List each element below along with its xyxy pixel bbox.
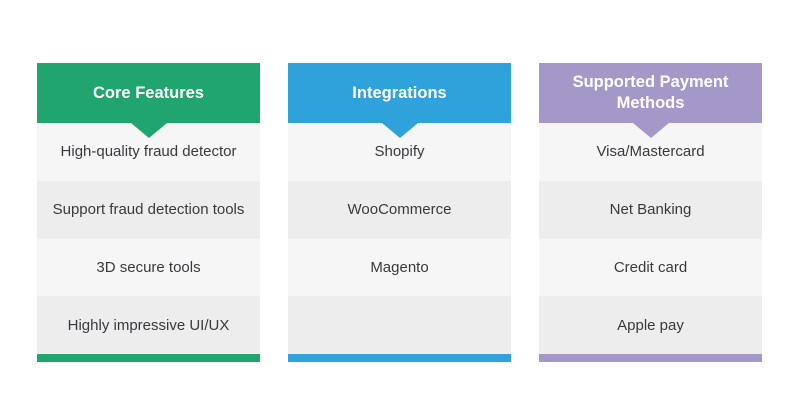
table-row: Support fraud detection tools xyxy=(37,180,260,239)
comparison-table: Core Features High-quality fraud detecto… xyxy=(37,63,762,362)
table-row: Net Banking xyxy=(539,180,762,239)
column-footer-bar xyxy=(37,354,260,362)
column-rows: Visa/Mastercard Net Banking Credit card … xyxy=(539,123,762,354)
column-rows: High-quality fraud detector Support frau… xyxy=(37,123,260,354)
column-header-label: Integrations xyxy=(352,83,447,102)
pointer-down-triangle-icon xyxy=(632,123,669,138)
table-row: Highly impressive UI/UX xyxy=(37,296,260,354)
table-row xyxy=(288,296,511,354)
column-header-label: Supported Payment Methods xyxy=(572,73,729,112)
column-payment-methods: Supported Payment Methods Visa/Mastercar… xyxy=(539,63,762,362)
column-header-core-features: Core Features xyxy=(37,63,260,138)
column-integrations: Integrations Shopify WooCommerce Magento xyxy=(288,63,511,362)
column-header-label: Core Features xyxy=(93,83,204,102)
column-header-payment-methods: Supported Payment Methods xyxy=(539,63,762,138)
table-row: 3D secure tools xyxy=(37,238,260,297)
table-row: Credit card xyxy=(539,238,762,297)
table-row: WooCommerce xyxy=(288,180,511,239)
table-row: Apple pay xyxy=(539,296,762,354)
table-row: Magento xyxy=(288,238,511,297)
table-row: Visa/Mastercard xyxy=(539,123,762,181)
pointer-down-triangle-icon xyxy=(381,123,418,138)
column-header-integrations: Integrations xyxy=(288,63,511,138)
column-footer-bar xyxy=(288,354,511,362)
column-footer-bar xyxy=(539,354,762,362)
pointer-down-triangle-icon xyxy=(130,123,167,138)
column-core-features: Core Features High-quality fraud detecto… xyxy=(37,63,260,362)
column-rows: Shopify WooCommerce Magento xyxy=(288,123,511,354)
